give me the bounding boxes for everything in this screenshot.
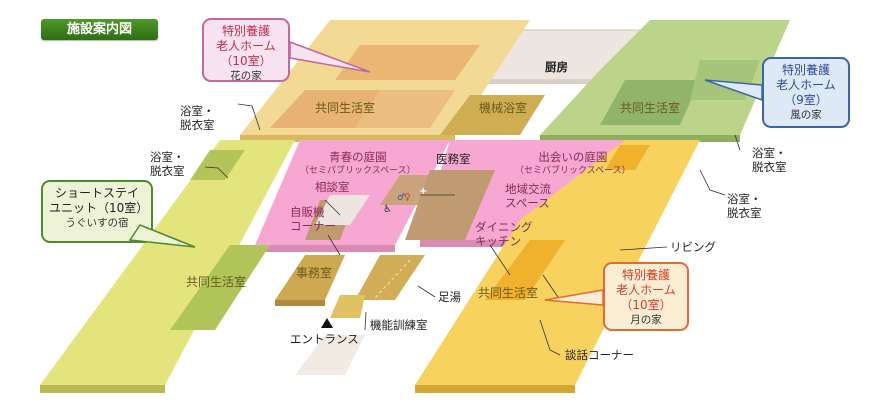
label-living-hana: 共同生活室 <box>315 101 376 115</box>
office-rehab <box>275 255 425 375</box>
callout-name: うぐいすの宿 <box>65 217 129 229</box>
garden-name: 出会いの庭園 <box>538 150 608 164</box>
callout-tsuki-no-ie: 特別養護 老人ホーム （10室） 月の家 <box>603 262 689 331</box>
label-medical: 医務室 <box>436 152 471 166</box>
label-dining-kitchen: ダイニング キッチン <box>475 220 533 248</box>
callout-line: 老人ホーム <box>616 283 676 297</box>
label-vending: 自販機 コーナー <box>290 205 336 233</box>
callout-line: （9室） <box>784 93 828 107</box>
label-bath-uguisu: 浴室・ 脱衣室 <box>150 150 185 178</box>
label-line: 脱衣室 <box>150 164 185 178</box>
label-line: 浴室・ <box>150 150 185 164</box>
restroom-icon: ♂ ♀ <box>397 193 411 203</box>
label-line: キッチン <box>475 234 521 248</box>
center-rooms <box>305 170 495 240</box>
accessibility-icon: ♿ <box>383 204 392 215</box>
label-entrance: エントランス <box>290 332 359 346</box>
label-line: コーナー <box>290 219 336 233</box>
label-line: 脱衣室 <box>180 118 215 132</box>
label-line: 浴室・ <box>180 104 215 118</box>
callout-name: 月の家 <box>630 314 662 326</box>
label-line: 浴室・ <box>752 146 787 160</box>
garden-subtitle: （セミパブリックスペース） <box>300 166 416 176</box>
label-chat-corner: 談話コーナー <box>565 348 634 362</box>
svg-text:♂: ♂ <box>397 193 405 203</box>
callout-kaze-no-ie: 特別養護 老人ホーム （9室） 風の家 <box>762 57 850 128</box>
medical-cross-icon: + <box>419 186 427 197</box>
garden-name: 青春の庭園 <box>329 150 387 164</box>
callout-hana-no-ie: 特別養護 老人ホーム （10室） 花の家 <box>202 18 290 82</box>
label-living-room: リビング <box>670 240 716 254</box>
label-machine-bath: 機械浴室 <box>479 101 528 115</box>
label-bath-hana: 浴室・ 脱衣室 <box>180 104 215 132</box>
label-living-uguisu: 共同生活室 <box>186 275 247 289</box>
entrance-marker-icon <box>321 318 333 328</box>
label-garden-youth: 青春の庭園 （セミパブリックスペース） <box>300 150 416 178</box>
label-rehab: 機能訓練室 <box>370 318 428 332</box>
callout-line: 老人ホーム <box>216 39 276 53</box>
label-consult: 相談室 <box>315 180 350 194</box>
hana-unit <box>240 20 530 142</box>
label-garden-meet: 出会いの庭園 （セミパブリックスペース） <box>515 150 631 178</box>
svg-text:♀: ♀ <box>404 193 411 203</box>
callout-line: （10室） <box>620 298 672 312</box>
svg-text:+: + <box>419 186 427 197</box>
svg-text:♿: ♿ <box>383 204 392 215</box>
tsuki-unit <box>415 140 700 393</box>
callout-line: ショートステイ <box>54 186 139 200</box>
garden-subtitle: （セミパブリックスペース） <box>515 166 631 176</box>
label-line: スペース <box>505 196 550 210</box>
leader-lines <box>204 103 741 356</box>
machine-bath-room <box>440 95 545 135</box>
label-line: 自販機 <box>290 205 325 219</box>
callout-name: 花の家 <box>230 70 262 82</box>
callout-line: 老人ホーム <box>776 78 836 92</box>
callout-line: 特別養護 <box>621 268 670 282</box>
page-title: 施設案内図 <box>41 19 158 40</box>
callout-name: 風の家 <box>790 109 822 121</box>
label-living-kaze: 共同生活室 <box>620 101 681 115</box>
callout-line: 特別養護 <box>781 63 830 77</box>
callout-line: （10室） <box>220 54 272 68</box>
label-office: 事務室 <box>296 266 333 280</box>
label-bath-kaze: 浴室・ 脱衣室 <box>752 146 787 174</box>
callout-line: 特別養護 <box>221 24 270 38</box>
label-line: 脱衣室 <box>752 160 787 174</box>
label-line: 浴室・ <box>727 192 762 206</box>
label-line: 地域交流 <box>505 182 551 196</box>
uguisu-unit <box>40 140 295 393</box>
label-kitchen: 厨房 <box>545 60 568 74</box>
label-living-tsuki: 共同生活室 <box>478 286 539 300</box>
callout-line: ユニット（10室） <box>49 201 149 215</box>
label-line: ダイニング <box>475 220 533 234</box>
label-line: 脱衣室 <box>727 206 762 220</box>
label-foot-bath: 足湯 <box>438 290 461 304</box>
callout-uguisu-no-yado: ショートステイ ユニット（10室） うぐいすの宿 <box>41 180 153 243</box>
label-community-space: 地域交流 スペース <box>505 182 551 210</box>
label-bath-tsuki: 浴室・ 脱衣室 <box>727 192 762 220</box>
